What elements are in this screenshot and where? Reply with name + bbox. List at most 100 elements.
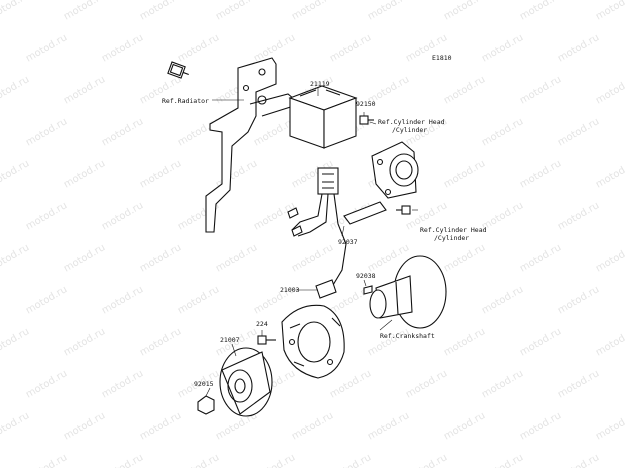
label-ref-cylinder-head-2: Ref.Cylinder Head: [420, 226, 487, 234]
watermark-text: motod.ru: [328, 452, 373, 468]
watermark-text: motod.ru: [62, 74, 107, 106]
watermark-text: motod.ru: [442, 74, 487, 106]
watermark-text: motod.ru: [442, 410, 487, 442]
watermark-text: motod.ru: [62, 0, 107, 23]
cdi-unit-21119: [288, 85, 358, 149]
watermark-text: motod.ru: [480, 32, 525, 64]
watermark-text: motod.ru: [252, 32, 297, 64]
rotor-21007: [219, 347, 273, 417]
watermark-text: motod.ru: [442, 0, 487, 23]
watermark-text: motod.ru: [518, 74, 563, 106]
watermark-text: motod.ru: [100, 116, 145, 148]
watermark-text: motod.ru: [24, 452, 69, 468]
watermark-text: motod.ru: [404, 368, 449, 400]
watermark-text: motod.ru: [556, 452, 601, 468]
watermark-text: motod.ru: [556, 368, 601, 400]
watermark-text: motod.ru: [290, 410, 335, 442]
screw-224: [257, 335, 276, 345]
watermark-text: motod.ru: [0, 0, 31, 23]
watermark-text: motod.ru: [62, 410, 107, 442]
watermark-text: motod.ru: [556, 32, 601, 64]
watermark-text: motod.ru: [214, 242, 259, 274]
watermark-text: motod.ru: [62, 326, 107, 358]
label-21119: 21119: [310, 80, 330, 88]
watermark-text: motod.ru: [0, 326, 31, 358]
watermark-text: motod.ru: [138, 410, 183, 442]
watermark-text: motod.ru: [518, 410, 563, 442]
watermark-text: motod.ru: [480, 368, 525, 400]
label-224: 224: [256, 320, 268, 328]
watermark-text: motod.ru: [290, 242, 335, 274]
watermark-text: motod.ru: [24, 116, 69, 148]
label-ref-cylinder-head-1: Ref.Cylinder Head: [378, 118, 445, 126]
watermark-text: motod.ru: [594, 326, 625, 358]
watermark-text: motod.ru: [480, 452, 525, 468]
wire-harness: [287, 167, 387, 299]
watermark-text: motod.ru: [252, 452, 297, 468]
watermark-text: motod.ru: [0, 74, 31, 106]
watermark-text: motod.ru: [594, 158, 625, 190]
watermark-text: motod.ru: [24, 368, 69, 400]
watermark-text: motod.ru: [176, 452, 221, 468]
label-21003: 21003: [280, 286, 300, 294]
watermark-text: motod.ru: [100, 284, 145, 316]
watermark-text: motod.ru: [24, 200, 69, 232]
watermark-text: motod.ru: [0, 158, 31, 190]
key-92038: [363, 285, 373, 295]
watermark-text: motod.ru: [138, 0, 183, 23]
watermark-text: motod.ru: [518, 242, 563, 274]
watermark-text: motod.ru: [556, 284, 601, 316]
watermark-text: motod.ru: [0, 242, 31, 274]
crankshaft: [369, 255, 447, 329]
watermark-text: motod.ru: [442, 158, 487, 190]
watermark-text: motod.ru: [594, 0, 625, 23]
stator-21003: [281, 304, 345, 379]
watermark-text: motod.ru: [480, 200, 525, 232]
watermark-text: motod.ru: [366, 410, 411, 442]
watermark-text: motod.ru: [594, 74, 625, 106]
watermark-text: motod.ru: [290, 0, 335, 23]
watermark-text: motod.ru: [100, 32, 145, 64]
watermark-text: motod.ru: [24, 32, 69, 64]
label-ref-crankshaft: Ref.Crankshaft: [380, 332, 435, 340]
diagram-code: E1810: [432, 54, 452, 62]
leader-lines: [205, 88, 418, 397]
watermark-text: motod.ru: [100, 452, 145, 468]
label-92015: 92015: [194, 380, 214, 388]
watermark-text: motod.ru: [518, 326, 563, 358]
label-92150: 92150: [356, 100, 376, 108]
watermark-text: motod.ru: [480, 284, 525, 316]
watermark-text: motod.ru: [594, 410, 625, 442]
label-ref-radiator: Ref.Radiator: [162, 97, 209, 105]
label-ref-cylinder-1: /Cylinder: [392, 126, 427, 134]
watermark-text: motod.ru: [100, 368, 145, 400]
front-arrow-icon: [167, 61, 189, 79]
watermark-text: motod.ru: [366, 326, 411, 358]
label-21007: 21007: [220, 336, 240, 344]
label-92038: 92038: [356, 272, 376, 280]
watermark-text: motod.ru: [480, 116, 525, 148]
watermark-text: motod.ru: [366, 0, 411, 23]
label-ref-cylinder-2: /Cylinder: [434, 234, 469, 242]
watermark-text: motod.ru: [328, 32, 373, 64]
watermark-text: motod.ru: [138, 242, 183, 274]
watermark-text: motod.ru: [0, 410, 31, 442]
watermark-text: motod.ru: [518, 0, 563, 23]
watermark-text: motod.ru: [100, 200, 145, 232]
bolt-cylinder-lower: [396, 205, 411, 215]
nut-92015: [197, 395, 215, 415]
watermark-text: motod.ru: [62, 158, 107, 190]
watermark-text: motod.ru: [24, 284, 69, 316]
watermark-text: motod.ru: [404, 452, 449, 468]
watermark-text: motod.ru: [556, 116, 601, 148]
cylinder-flange: [371, 141, 419, 199]
watermark-text: motod.ru: [214, 0, 259, 23]
watermark-text: motod.ru: [556, 200, 601, 232]
watermark-text: motod.ru: [518, 158, 563, 190]
watermark-text: motod.ru: [328, 368, 373, 400]
watermark-text: motod.ru: [176, 284, 221, 316]
watermark-text: motod.ru: [176, 32, 221, 64]
label-92037: 92037: [338, 238, 358, 246]
